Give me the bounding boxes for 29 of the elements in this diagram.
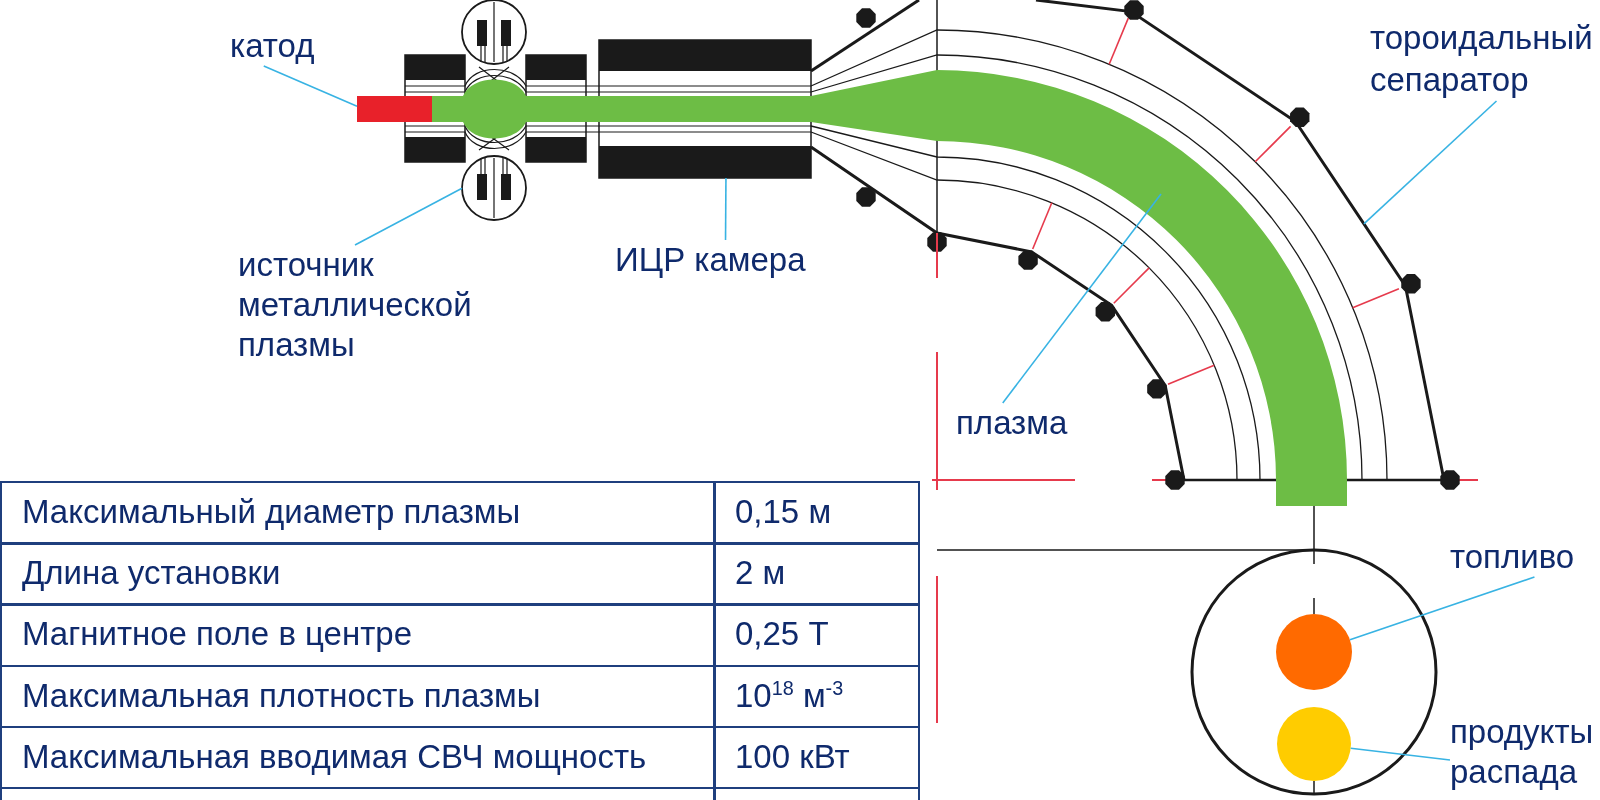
leader-line (1363, 100, 1498, 225)
part-label: топливо (1450, 537, 1575, 577)
table-cell: Длина установки (0, 542, 716, 606)
table-cell: 0,15 м (713, 481, 920, 545)
part-label: ИЦР камера (615, 240, 806, 280)
part-label: катод (230, 26, 315, 66)
part-label: продукты распада (1450, 712, 1600, 792)
products-disc (1277, 707, 1351, 781)
table-cell: 100 кВт (713, 725, 920, 790)
table-cell: Максимальная вводимая СВЧ мощность (0, 725, 716, 790)
leader-line (1349, 576, 1536, 641)
table-cell: Максимальная плотность плазмы (0, 664, 716, 729)
leader-line (1001, 193, 1162, 404)
part-label: тороидальный сепаратор (1370, 17, 1600, 101)
table-cell: Максимальный диаметр плазмы (0, 481, 716, 545)
table-cell: 0,25 Т (713, 603, 920, 668)
leader-line (724, 177, 727, 241)
leader-line (354, 187, 463, 246)
magnetic-coil (461, 0, 527, 65)
table-cell: 2 м (713, 542, 920, 606)
part-label: источник металлической плазмы (238, 245, 498, 365)
table-cell: 10$^{18}$ м$^{-3}$ (713, 664, 920, 729)
leader-line (1349, 747, 1451, 761)
magnet-block (599, 146, 811, 178)
part-label: плазма (956, 403, 1068, 443)
leader-line (262, 65, 358, 108)
table-cell: Магнитное поле в центре (0, 603, 716, 668)
magnetic-coil (461, 155, 527, 221)
fuel-disc (1276, 614, 1352, 690)
